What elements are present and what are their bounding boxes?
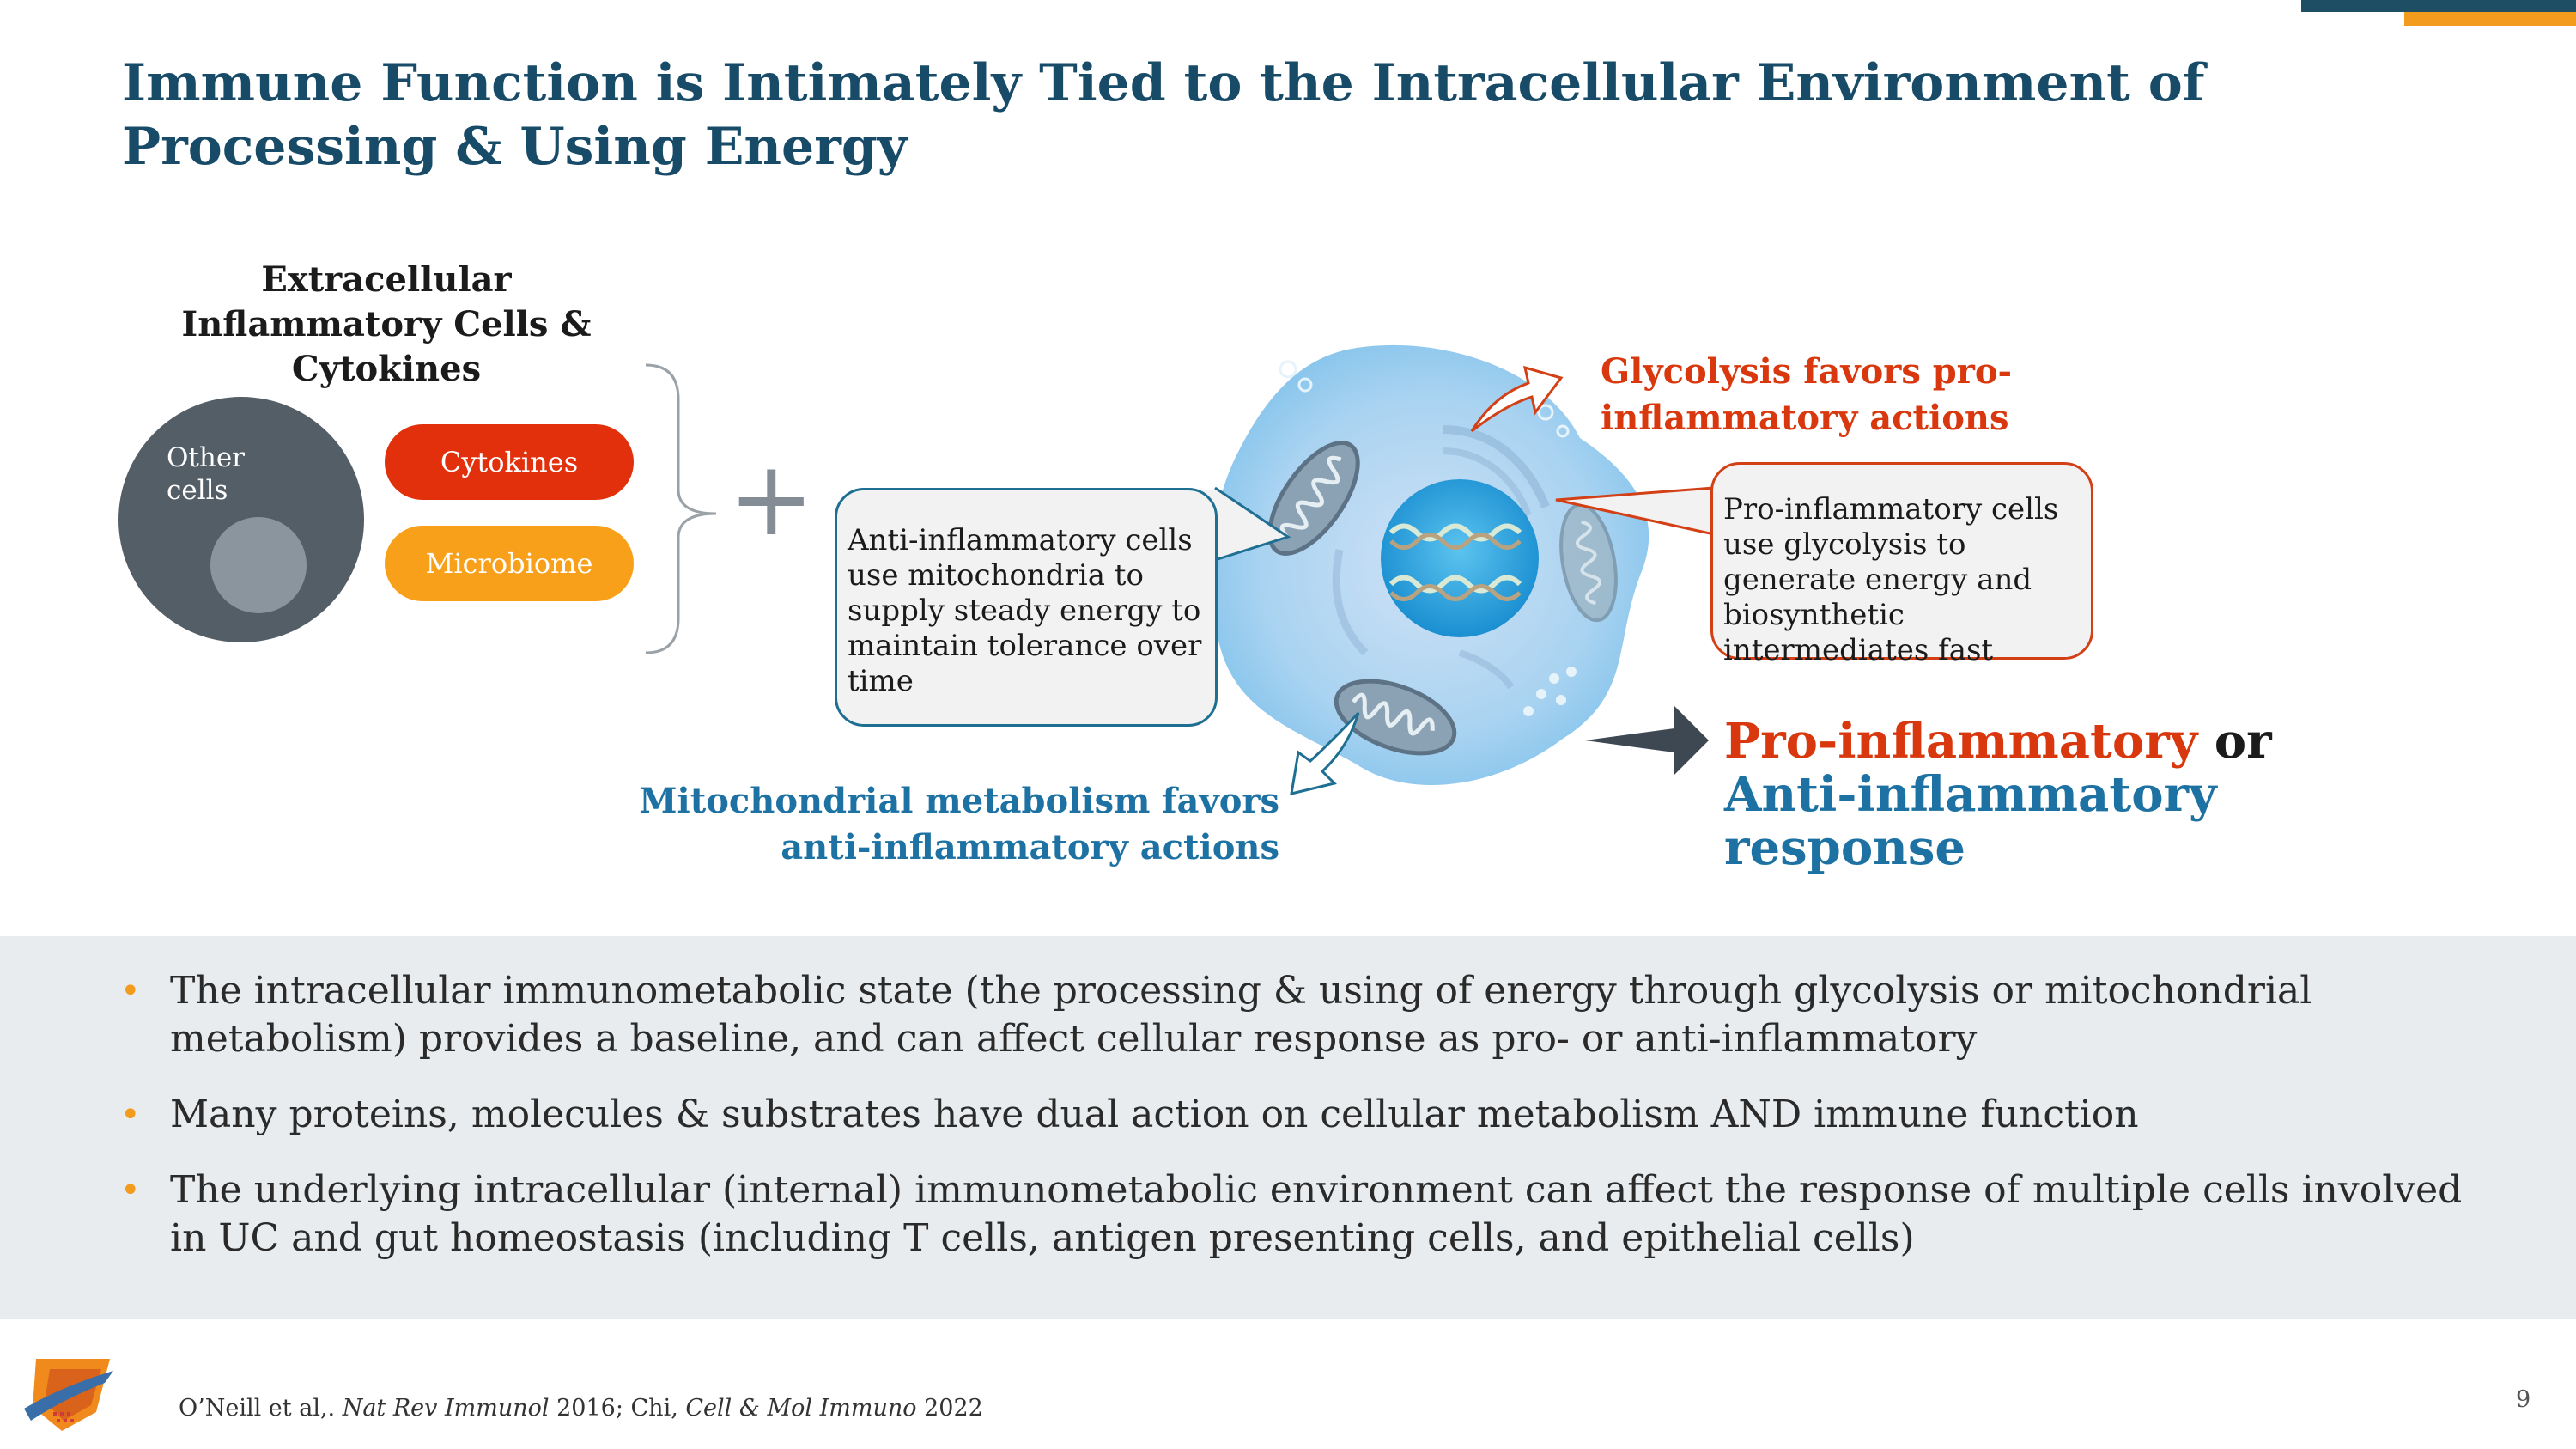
mitochondrial-arrow-icon <box>1290 711 1360 795</box>
response-anti: Anti-inflammatory response <box>1724 766 2217 876</box>
microbiome-pill: Microbiome <box>385 526 634 601</box>
citation-part3: 2022 <box>916 1395 983 1422</box>
bullet-item: • Many proteins, molecules & substrates h… <box>120 1091 2507 1139</box>
grouping-brace-icon <box>645 363 717 654</box>
extracellular-heading: Extracellular Inflammatory Cells & Cytok… <box>181 259 592 389</box>
citation: O’Neill et al,. Nat Rev Immunol 2016; Ch… <box>179 1395 983 1422</box>
summary-bullet-list: • The intracellular immunometabolic state… <box>120 967 2507 1290</box>
other-cells-inner-circle <box>210 517 307 613</box>
bullet-text: The intracellular immunometabolic state … <box>170 969 2312 1061</box>
company-logo-icon <box>24 1359 113 1431</box>
top-accent-bar-dark <box>2301 0 2576 12</box>
citation-journal1: Nat Rev Immunol <box>342 1395 550 1422</box>
response-label: Pro-inflammatory or Anti-inflammatory re… <box>1724 715 2274 874</box>
response-arrow-icon <box>1585 706 1709 775</box>
top-accent-bar-orange <box>2404 12 2576 26</box>
cell-illustration <box>1210 344 1649 785</box>
pro-callout-tail <box>1555 486 1724 536</box>
citation-part2: 2016; Chi, <box>549 1395 686 1422</box>
bullet-text: The underlying intracellular (internal) … <box>170 1168 2463 1260</box>
glycolysis-arrow-icon <box>1470 365 1564 433</box>
cytokines-pill: Cytokines <box>385 424 634 500</box>
response-or: or <box>2214 713 2272 770</box>
anti-inflammatory-callout: Anti-inflammatory cells use mitochondria… <box>835 488 1218 727</box>
mitochondrial-label: Mitochondrial metabolism favors anti-inf… <box>639 781 1279 868</box>
citation-part1: O’Neill et al,. <box>179 1395 343 1422</box>
glycolysis-label: Glycolysis favors pro-inflammatory actio… <box>1601 351 2013 438</box>
summary-band <box>0 936 2576 1319</box>
page-number: 9 <box>2516 1386 2531 1413</box>
response-pro: Pro-inflammatory <box>1724 713 2198 770</box>
bullet-item: • The underlying intracellular (internal)… <box>120 1166 2507 1263</box>
bullet-dot-icon: • <box>120 1171 141 1210</box>
bullet-item: • The intracellular immunometabolic state… <box>120 967 2507 1063</box>
bullet-text: Many proteins, molecules & substrates ha… <box>170 1093 2139 1136</box>
other-cells-label: Other cells <box>167 442 246 506</box>
citation-journal2: Cell & Mol Immuno <box>685 1395 917 1422</box>
slide-title: Immune Function is Intimately Tied to th… <box>122 53 2205 177</box>
bullet-dot-icon: • <box>120 971 141 1011</box>
bullet-dot-icon: • <box>120 1095 141 1135</box>
plus-icon: + <box>728 440 815 559</box>
pro-inflammatory-callout: Pro-inflammatory cells use glycolysis to… <box>1710 462 2093 667</box>
